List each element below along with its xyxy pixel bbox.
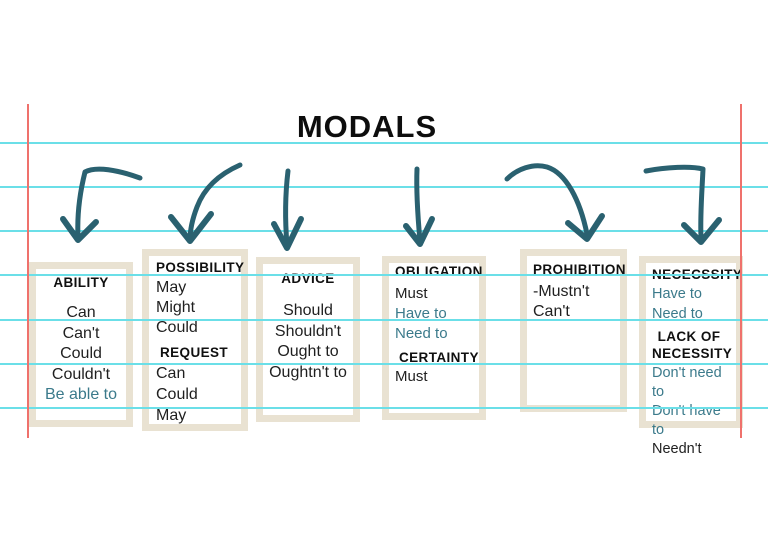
modal-item-list: Can Can't Could Couldn't Be able to — [36, 303, 126, 406]
card-heading: LACK OF NECESSITY — [652, 329, 733, 361]
modal-item: Can — [66, 304, 96, 321]
modal-item: Shouldn't — [274, 322, 342, 340]
card-obligation-certainty: OBLIGATION Must Have to Need to CERTAINT… — [382, 256, 486, 420]
modal-item: Should — [283, 302, 333, 319]
straight-arrow-down-icon — [403, 166, 435, 247]
modal-item: Need to — [652, 305, 703, 322]
card-necessity: NECECSSITY Have to Need to LACK OF NECES… — [639, 256, 743, 457]
modal-item: Could — [156, 386, 198, 403]
card-heading: PROHIBITION — [533, 262, 626, 277]
modal-item-list: Should Shouldn't Ought to Oughtn't to — [263, 301, 353, 383]
rule-line — [0, 230, 768, 232]
modal-item: Don't need to — [652, 365, 722, 400]
curved-arrow-down-icon — [168, 162, 243, 244]
modal-item: Have to — [652, 286, 702, 302]
card-heading: CERTAINTY — [399, 350, 479, 365]
card-possibility-request: POSSIBILITY May Might Could REQUEST Can … — [142, 249, 248, 431]
card-heading: ABILITY — [53, 275, 109, 290]
card-section: REQUEST Can Could May — [156, 344, 241, 426]
modal-item: Must — [395, 285, 428, 302]
modal-item: Need to — [395, 325, 448, 342]
rule-line — [0, 142, 768, 144]
modal-item: -Mustn't — [533, 283, 590, 300]
card-ability: ABILITY Can Can't Could Couldn't Be able… — [29, 262, 133, 427]
card-section: POSSIBILITY May Might Could — [156, 259, 245, 338]
rule-line — [0, 407, 768, 409]
rule-line — [0, 274, 768, 276]
modal-item: Could — [60, 345, 102, 362]
modal-item: Could — [156, 319, 198, 336]
modal-item: Couldn't — [51, 365, 111, 383]
modal-item-list: Must Have to Need to — [395, 284, 479, 344]
modal-item: May — [156, 407, 187, 424]
modal-item-list: Must — [395, 367, 479, 387]
modal-item-list: Can Could May — [156, 363, 241, 426]
modal-item: Oughtn't to — [269, 363, 347, 381]
modal-item: Can't — [533, 303, 570, 320]
card-section: NECECSSITY Have to Need to — [652, 266, 742, 324]
modal-item: Needn't — [652, 441, 702, 457]
curved-arrow-down-right-icon — [504, 163, 605, 242]
margin-line-left — [27, 104, 29, 438]
bent-arrow-down-left-icon — [60, 166, 143, 243]
modal-item-list: -Mustn't Can't — [533, 282, 620, 322]
rule-line — [0, 363, 768, 365]
modal-item: May — [156, 279, 187, 296]
card-advice: ADVICE Should Shouldn't Ought to Oughtn'… — [256, 257, 360, 422]
card-heading: POSSIBILITY — [156, 260, 245, 275]
rule-line — [0, 186, 768, 188]
modal-item-list: Have to Need to — [652, 285, 736, 324]
modal-item-list: May Might Could — [156, 278, 241, 338]
modal-item: Be able to — [44, 386, 118, 403]
card-section: CERTAINTY Must — [395, 349, 479, 387]
modal-item: Ought to — [277, 343, 339, 360]
modal-item: Have to — [395, 305, 447, 322]
page-title: MODALS — [296, 109, 438, 144]
card-prohibition: PROHIBITION -Mustn't Can't — [520, 249, 627, 412]
modal-item: Must — [395, 368, 428, 385]
modal-item: Can — [156, 365, 186, 382]
card-heading: REQUEST — [160, 345, 229, 360]
bent-arrow-down-right-icon — [643, 164, 722, 245]
modal-item: Can't — [62, 324, 100, 342]
margin-line-right — [740, 104, 742, 438]
straight-arrow-down-icon — [271, 168, 304, 251]
rule-line — [0, 319, 768, 321]
modal-item: Might — [156, 299, 196, 316]
